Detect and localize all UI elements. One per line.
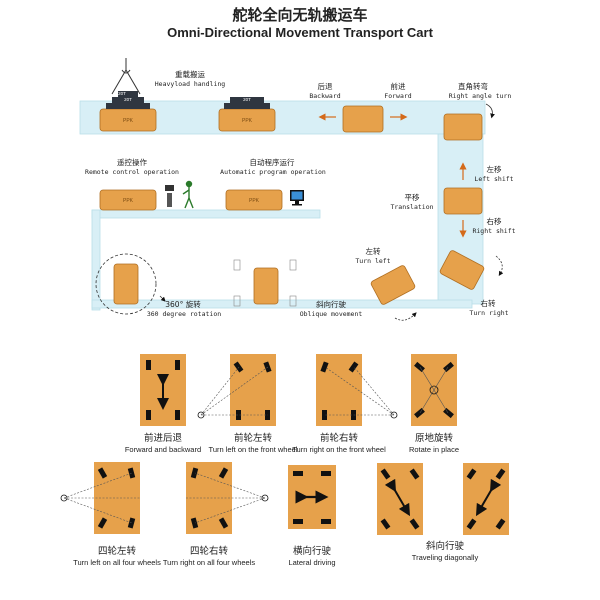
- track-mid: [91, 209, 321, 219]
- mode-rotate-in-place: [411, 354, 457, 426]
- caption-four-right-en: Turn right on all four wheels: [162, 558, 256, 567]
- label-turn-right-en: Turn right: [469, 309, 509, 317]
- operator-icon: [182, 180, 194, 209]
- track-left: [91, 209, 101, 311]
- label-remote-cn: 遥控操作: [117, 158, 147, 167]
- title-en: Omni-Directional Movement Transport Cart: [167, 25, 433, 40]
- label-translation-en: Translation: [390, 203, 434, 211]
- cargo-label: 20T: [124, 97, 132, 102]
- cargo-label: 20T: [118, 91, 126, 96]
- cart-brand: PPK: [123, 118, 134, 124]
- cart-automatic: PPK: [225, 189, 283, 211]
- label-right-angle-en: Right angle turn: [448, 92, 512, 100]
- label-heavy-cn: 重载搬运: [175, 70, 205, 79]
- cart-turn-left: [370, 265, 416, 305]
- cart-backward-forward: [318, 105, 408, 133]
- label-auto-cn: 自动程序运行: [249, 158, 295, 167]
- label-left-shift-cn: 左移: [486, 165, 502, 174]
- caption-rotate-cn: 原地旋转: [414, 433, 453, 444]
- cart-turn-right: [439, 250, 485, 290]
- label-oblique-cn: 斜向行驶: [316, 300, 346, 309]
- label-right-shift-en: Right shift: [472, 227, 516, 235]
- mode-diagonal-1: [377, 463, 423, 535]
- crane-hook-icon: [111, 58, 141, 95]
- cart-brand: PPK: [123, 198, 134, 204]
- label-turn-right-cn: 右转: [480, 299, 496, 308]
- mode-front-right: [316, 354, 398, 426]
- remote-controller-icon: [165, 185, 174, 207]
- label-right-angle-cn: 直角转弯: [458, 82, 488, 91]
- mode-front-left: [197, 354, 276, 426]
- caption-front-right-cn: 前轮右转: [319, 433, 358, 444]
- track-network: [79, 100, 486, 311]
- caption-front-left-en: Turn left on the front wheel: [208, 445, 298, 454]
- label-translation-cn: 平移: [404, 193, 420, 202]
- caption-diagonal-en: Traveling diagonally: [411, 553, 479, 562]
- caption-lateral-cn: 横向行驶: [292, 546, 331, 557]
- caption-four-left-en: Turn left on all four wheels: [73, 558, 161, 567]
- caption-lateral-en: Lateral driving: [288, 558, 336, 567]
- label-rotation-en: 360 degree rotation: [146, 310, 222, 318]
- caption-four-left-cn: 四轮左转: [97, 546, 136, 557]
- cart-right-angle: [443, 103, 495, 141]
- caption-rotate-en: Rotate in place: [408, 445, 460, 454]
- caption-four-right-cn: 四轮右转: [189, 546, 228, 557]
- label-remote-en: Remote control operation: [85, 168, 179, 176]
- cart-brand: PPK: [242, 118, 253, 124]
- label-auto-en: Automatic program operation: [220, 168, 326, 176]
- loaded-cart-1: 20T 20T PPK: [99, 91, 157, 132]
- label-backward-cn: 后退: [317, 82, 333, 91]
- title-cn: 舵轮全向无轨搬运车: [232, 6, 368, 24]
- label-left-shift-en: Left shift: [474, 175, 514, 183]
- label-rotation-cn: 360° 旋转: [165, 300, 201, 309]
- mode-forward-backward: [140, 354, 186, 426]
- cart-remote: PPK: [99, 189, 157, 211]
- cart-shift: [443, 162, 483, 238]
- loaded-cart-2: 20T PPK: [218, 97, 276, 132]
- mode-lateral: [288, 465, 336, 529]
- caption-forward-backward-en: Forward and backward: [124, 445, 202, 454]
- caption-diagonal-cn: 斜向行驶: [425, 541, 464, 552]
- caption-forward-backward-cn: 前进后退: [143, 433, 182, 444]
- cart-rotation: [95, 253, 157, 315]
- label-forward-cn: 前进: [390, 82, 406, 91]
- label-forward-en: Forward: [384, 92, 412, 100]
- label-turn-left-cn: 左转: [365, 247, 381, 256]
- caption-front-left-cn: 前轮左转: [233, 433, 272, 444]
- label-right-shift-cn: 右移: [486, 217, 502, 226]
- computer-monitor-icon: [290, 190, 304, 206]
- label-oblique-en: Oblique movement: [299, 310, 363, 318]
- cart-brand: PPK: [249, 198, 260, 204]
- mode-diagonal-2: [463, 463, 509, 535]
- mode-four-wheel-left: [60, 462, 140, 534]
- cart-oblique: [233, 259, 297, 307]
- mode-four-wheel-right: [186, 462, 269, 534]
- label-backward-en: Backward: [309, 92, 341, 100]
- label-turn-left-en: Turn left: [355, 257, 391, 265]
- cargo-label: 20T: [243, 97, 251, 102]
- track-bottom: [91, 299, 473, 309]
- label-heavy-en: Heavyload handling: [154, 80, 226, 88]
- caption-front-right-en: Turn right on the front wheel: [292, 445, 386, 454]
